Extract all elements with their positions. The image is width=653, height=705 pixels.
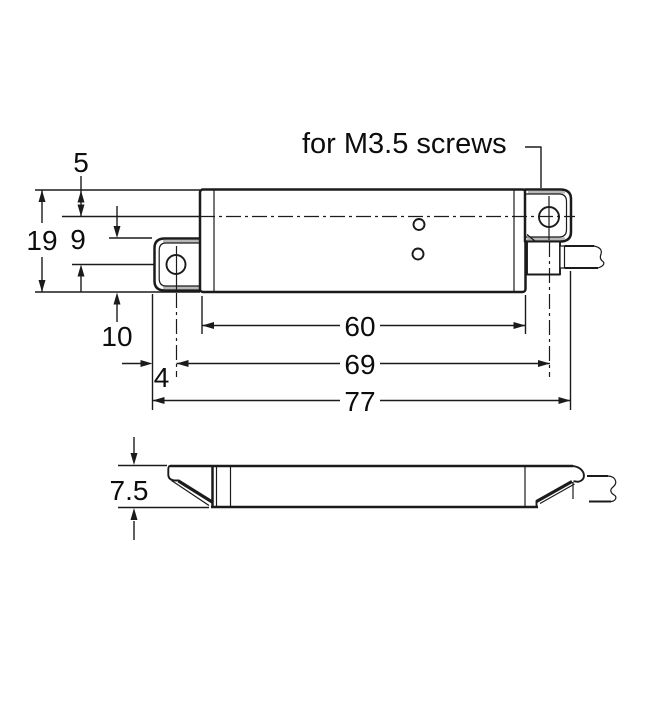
arrowhead-up [77, 264, 85, 277]
left-clamp-nub [167, 465, 180, 482]
arrowhead-down [113, 226, 121, 238]
annotation-text: for M3.5 screws [302, 128, 507, 160]
connector-and-cable [526, 240, 605, 276]
annotation-leader-line [525, 146, 542, 188]
left-ear-top-fold-shading [163, 240, 200, 243]
arrowhead-left [176, 360, 189, 367]
arrowhead-left [152, 397, 165, 404]
dimension-label-5: 5 [73, 147, 89, 178]
arrowhead-right [140, 360, 153, 367]
arrowhead-right [558, 397, 571, 404]
dimension-label-10: 10 [101, 321, 132, 352]
dimension-label-7-5: 7.5 [110, 475, 149, 506]
cable-collar [559, 245, 566, 269]
arrowhead-down [38, 280, 46, 292]
dimension-7-5: 7.5 [110, 437, 209, 540]
arrowhead-up [130, 508, 138, 520]
arrowhead-up [113, 292, 121, 305]
cable-break-squiggle [593, 245, 605, 269]
sensor-body [198, 188, 527, 294]
left-mounting-ear [153, 237, 203, 292]
arrowhead-up [77, 190, 85, 203]
dimension-60: 60 [201, 295, 527, 342]
bottom-profile-view [167, 464, 617, 509]
arrowhead-down [77, 204, 85, 217]
dimension-label-9: 9 [70, 224, 86, 255]
body-outline [198, 188, 527, 294]
dimension-19: 19 [26, 190, 58, 292]
left-clamp-brace-thick [177, 479, 214, 504]
dimension-69: 69 [176, 349, 550, 380]
right-ear-inner-fold-line [526, 193, 568, 238]
left-ear-inner-fold-line [158, 242, 200, 287]
dimension-9: 9 [70, 224, 86, 292]
indicator-hole-upper [412, 218, 426, 231]
right-mounting-ear [523, 188, 573, 247]
right-clamp-brace-thin [539, 483, 575, 505]
front-view-dimensions: 5 19 9 10 [26, 147, 572, 417]
dimension-10: 10 [101, 206, 133, 352]
dimension-5: 5 [73, 147, 89, 217]
dimension-label-60: 60 [344, 311, 375, 342]
arrowhead-right [513, 322, 526, 329]
dimension-77: 77 [151, 271, 572, 417]
right-ear-top-fold-shading [528, 191, 565, 194]
arrowhead-left [202, 322, 214, 329]
dimension-label-77: 77 [344, 386, 375, 417]
dimension-label-4: 4 [154, 362, 170, 393]
indicator-hole-lower [411, 247, 425, 261]
extension-lines [35, 189, 200, 293]
arrowhead-down [130, 453, 138, 465]
arrowhead-right [538, 360, 550, 367]
dimension-4: 4 [122, 360, 169, 393]
dimension-label-19: 19 [26, 225, 57, 256]
left-clamp-brace-thin [171, 480, 210, 506]
arrowhead-up [38, 190, 46, 202]
cable-break-squiggle-profile [607, 475, 617, 503]
right-clamp-nub [568, 465, 585, 483]
dimension-label-69: 69 [344, 349, 375, 380]
left-ear-bottom-fold-shading [163, 286, 200, 289]
front-view: for M3.5 screws [35, 128, 605, 377]
right-ear-bottom-fold-shading [528, 237, 565, 240]
connector-block [526, 240, 561, 276]
right-clamp-brace-thick [535, 480, 573, 503]
